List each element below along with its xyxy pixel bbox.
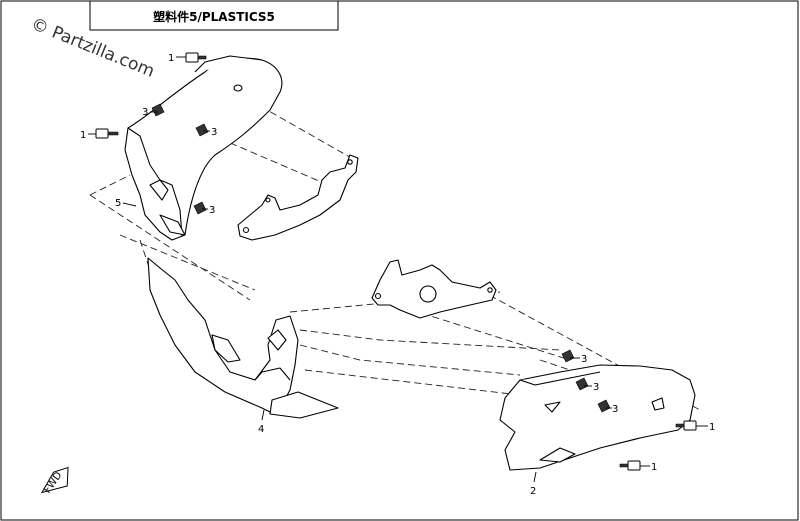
flange-bolt-icon	[675, 420, 697, 431]
callout-1: 1	[651, 462, 657, 473]
callout-3: 3	[581, 354, 587, 365]
clip-nut-icon	[193, 201, 207, 215]
clip-nut-icon	[151, 103, 165, 117]
callout-5: 5	[115, 198, 121, 209]
part-lower-side-panel[interactable]	[147, 257, 339, 419]
clip-nut-icon	[195, 123, 209, 137]
callouts: 1 1 3 3 3 5 4 3 3 3 1 1 2	[80, 53, 715, 497]
callout-1: 1	[80, 130, 86, 141]
callout-3: 3	[612, 404, 618, 415]
fwd-arrow-icon: FWD	[40, 466, 69, 496]
callout-3: 3	[209, 205, 215, 216]
part-upper-side-panel[interactable]	[124, 55, 283, 241]
callout-3: 3	[593, 382, 599, 393]
watermark: © Partzilla.com	[28, 14, 157, 82]
title-box	[89, 1, 339, 31]
callout-2: 2	[530, 486, 536, 497]
callout-4: 4	[258, 424, 264, 435]
flange-bolt-icon	[619, 460, 641, 471]
part-lower-bracket[interactable]	[371, 259, 497, 319]
leader-lines	[88, 56, 708, 483]
part-lower-front-guard[interactable]	[499, 364, 696, 471]
flange-bolt-icon	[185, 52, 207, 63]
diagram-title: 塑料件5/PLASTICS5	[153, 9, 275, 24]
part-upper-bracket[interactable]	[237, 154, 359, 241]
callout-1: 1	[709, 422, 715, 433]
clip-nut-icon	[561, 349, 575, 363]
callout-1: 1	[168, 53, 174, 64]
callout-3: 3	[211, 127, 217, 138]
flange-bolt-icon	[95, 128, 119, 139]
callout-3: 3	[142, 107, 148, 118]
